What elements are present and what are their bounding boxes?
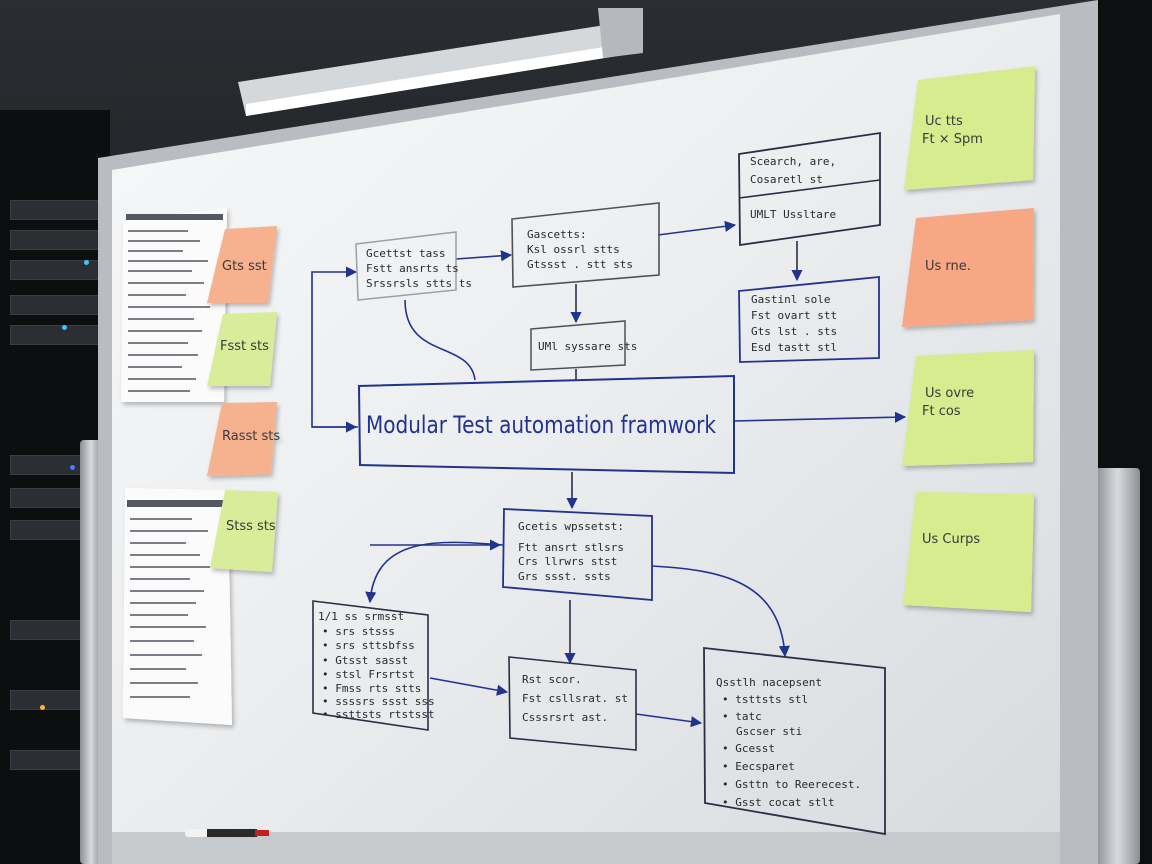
svg-text:• Gtsst sasst: • Gtsst sasst <box>322 654 408 667</box>
diagram-box-6: Gcetis wpssetst: Ftt ansrt stlsrs Crs ll… <box>502 508 653 601</box>
svg-text:• srs sttsbfss: • srs sttsbfss <box>322 639 415 652</box>
svg-text:Scearch, are,: Scearch, are, <box>750 155 836 168</box>
svg-text:Stss sts: Stss sts <box>226 519 276 534</box>
sticky-note-left-1: Gts sst <box>207 226 277 303</box>
svg-text:UMl syssare sts: UMl syssare sts <box>538 340 637 353</box>
svg-text:Gtssst . stt sts: Gtssst . stt sts <box>527 258 633 271</box>
svg-text:Ftt ansrt stlsrs: Ftt ansrt stlsrs <box>518 541 624 554</box>
diagram-box-3: Scearch, are, Cosaretl st UMLT Ussltare <box>738 131 881 247</box>
svg-text:Fsst sts: Fsst sts <box>220 339 269 354</box>
sticky-note-right-4: Us Curps <box>903 492 1034 612</box>
svg-text:• tsttsts stl: • tsttsts stl <box>722 693 808 706</box>
svg-text:Fst ovart stt: Fst ovart stt <box>751 309 837 322</box>
svg-text:Cosaretl st: Cosaretl st <box>750 173 823 186</box>
svg-text:Modular Test automation framwo: Modular Test automation framwork <box>366 411 716 439</box>
diagram-box-1: Gcettst tass Fstt ansrts ts Srssrsls stt… <box>355 231 472 301</box>
sticky-note-right-1: Uc tts Ft × Spm <box>904 66 1035 190</box>
svg-text:• Gcesst: • Gcesst <box>722 742 775 755</box>
svg-text:1/1 ss srmsst: 1/1 ss srmsst <box>318 610 404 623</box>
diagram-box-9: Qsstlh nacepsent • tsttsts stl • tatc Gs… <box>703 646 886 836</box>
board-surface <box>112 14 1060 864</box>
svg-text:Rst scor.: Rst scor. <box>522 673 582 686</box>
svg-text:Ft cos: Ft cos <box>922 404 961 419</box>
board-stand-right <box>1095 468 1140 864</box>
diagram-box-8: Rst scor. Fst csllsrat. st Csssrsrt ast. <box>508 656 637 751</box>
svg-text:• Eecsparet: • Eecsparet <box>722 760 795 773</box>
diagram-box-7: 1/1 ss srmsst • srs stsss • srs sttsbfss… <box>312 600 435 731</box>
svg-text:Gts sst: Gts sst <box>222 259 267 274</box>
board-stand-left <box>80 440 102 864</box>
diagram-box-2: Gascetts: Ksl ossrl stts Gtssst . stt st… <box>511 202 660 288</box>
sticky-note-left-3: Rasst sts <box>207 402 280 476</box>
diagram-box-4: Gastinl sole Fst ovart stt Gts lst . sts… <box>738 276 880 363</box>
svg-text:• srs stsss: • srs stsss <box>322 625 395 638</box>
svg-text:• ssssrs ssst sss: • ssssrs ssst sss <box>322 695 435 708</box>
svg-text:Grs ssst. ssts: Grs ssst. ssts <box>518 570 611 583</box>
main-framework-box: Modular Test automation framwork <box>357 374 735 475</box>
svg-text:Srssrsls stts ts: Srssrsls stts ts <box>366 277 472 290</box>
svg-text:Us ovre: Us ovre <box>925 386 974 401</box>
diagram-box-5: UMl syssare sts <box>530 320 637 371</box>
svg-text:• stsl Frsrtst: • stsl Frsrtst <box>322 668 415 681</box>
svg-text:• Gsttn to Reerecest.: • Gsttn to Reerecest. <box>722 778 861 791</box>
status-led <box>40 705 45 710</box>
svg-text:Ksl ossrl stts: Ksl ossrl stts <box>527 243 620 256</box>
connectors <box>311 220 907 728</box>
svg-text:• ssttsts rtstsst: • ssttsts rtstsst <box>322 708 435 721</box>
sticky-note-left-2: Fsst sts <box>207 312 277 386</box>
svg-text:Us Curps: Us Curps <box>922 532 980 547</box>
printed-sheet-bottom <box>123 488 232 725</box>
svg-text:Gcettst tass: Gcettst tass <box>366 247 445 260</box>
svg-text:Fst csllsrat. st: Fst csllsrat. st <box>522 692 628 705</box>
svg-text:Gcetis wpssetst:: Gcetis wpssetst: <box>518 520 624 533</box>
svg-text:Csssrsrt ast.: Csssrsrt ast. <box>522 711 608 724</box>
svg-text:Rasst sts: Rasst sts <box>222 429 280 444</box>
svg-text:Gts lst . sts: Gts lst . sts <box>751 325 837 338</box>
status-led <box>84 260 89 265</box>
svg-text:• tatc: • tatc <box>722 710 762 723</box>
svg-text:Us rne.: Us rne. <box>925 259 971 274</box>
svg-text:Esd tastt stl: Esd tastt stl <box>751 341 837 354</box>
svg-text:Crs llrwrs stst: Crs llrwrs stst <box>518 555 617 568</box>
svg-text:Gastinl sole: Gastinl sole <box>751 293 830 306</box>
svg-text:UMLT Ussltare: UMLT Ussltare <box>750 208 836 221</box>
svg-text:Gscser sti: Gscser sti <box>736 725 802 738</box>
sticky-note-left-4: Stss sts <box>210 490 278 572</box>
marker-pen <box>185 829 269 837</box>
svg-text:• Fmss rts stts: • Fmss rts stts <box>322 682 421 695</box>
board-tray <box>112 832 1060 864</box>
svg-text:Ft × Spm: Ft × Spm <box>922 132 983 147</box>
svg-text:Fstt ansrts ts: Fstt ansrts ts <box>366 262 459 275</box>
status-led <box>70 465 75 470</box>
status-led <box>62 325 67 330</box>
sticky-note-right-2: Us rne. <box>902 208 1034 327</box>
svg-text:Gascetts:: Gascetts: <box>527 228 587 241</box>
sticky-note-right-3: Us ovre Ft cos <box>902 350 1034 466</box>
svg-text:Uc tts: Uc tts <box>925 114 963 129</box>
overhead-lamp <box>238 8 643 116</box>
svg-text:• Gsst cocat stlt: • Gsst cocat stlt <box>722 796 835 809</box>
svg-text:Qsstlh nacepsent: Qsstlh nacepsent <box>716 676 822 689</box>
printed-sheet-top <box>121 208 227 402</box>
